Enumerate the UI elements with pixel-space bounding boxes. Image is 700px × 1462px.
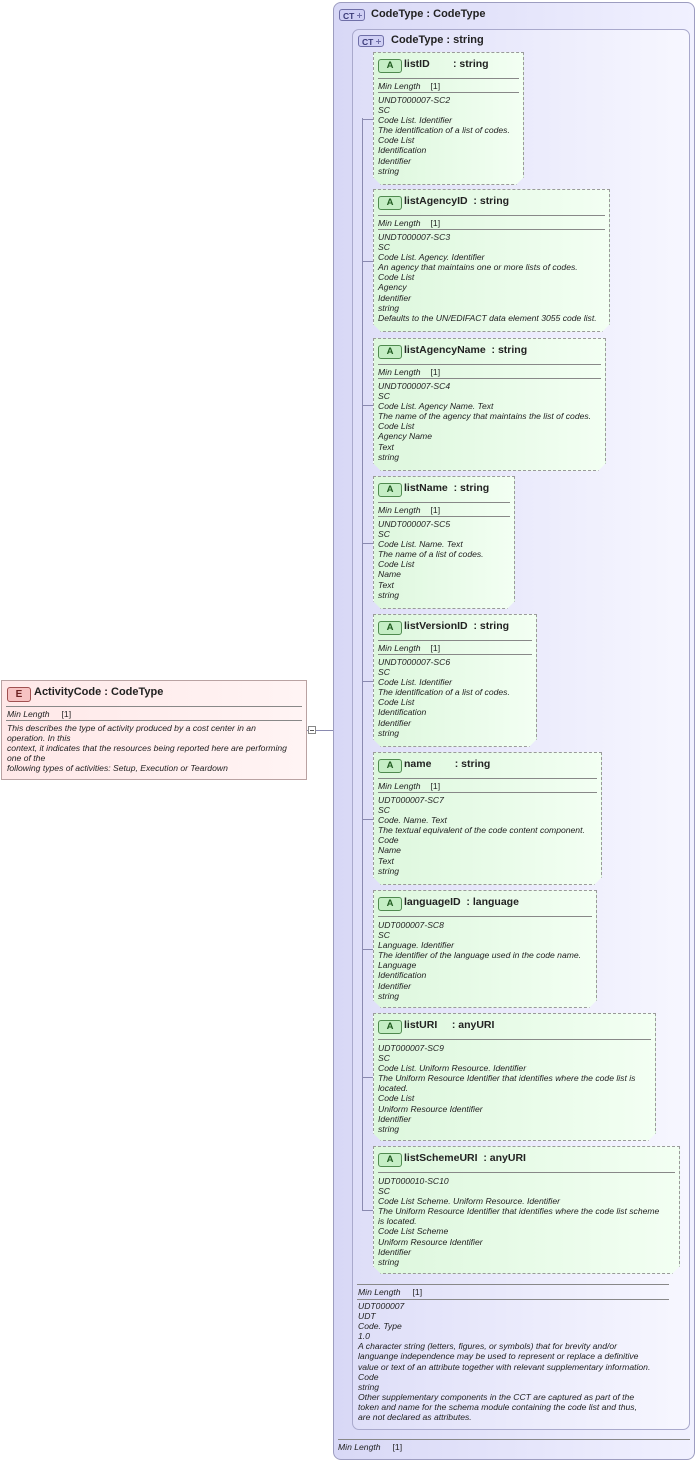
attribute-connector [362, 405, 373, 406]
attribute-connector [362, 119, 373, 120]
outer-type-title: CodeType : CodeType [371, 8, 486, 20]
attribute-min-length: Min Length[1] [378, 81, 441, 91]
attribute-badge: A [378, 897, 402, 911]
attribute-connector [362, 543, 373, 544]
attribute-badge: A [378, 759, 402, 773]
attribute-min-length: Min Length[1] [378, 218, 441, 228]
attribute-min-length: Min Length[1] [378, 367, 441, 377]
element-activitycode[interactable]: E ActivityCode : CodeType Min Length[1] … [1, 680, 307, 780]
attribute-title: languageID : language [404, 896, 519, 908]
attribute-min-length: Min Length[1] [378, 505, 441, 515]
attribute-title: name : string [404, 758, 491, 770]
attribute-badge: A [378, 196, 402, 210]
attribute-min-length: Min Length[1] [378, 643, 441, 653]
attribute-badge: A [378, 59, 402, 73]
attribute-connector [362, 681, 373, 682]
attribute-title: listID : string [404, 58, 489, 70]
element-documentation: This describes the type of activity prod… [7, 723, 287, 774]
attribute-connector [362, 1077, 373, 1078]
attribute-badge: A [378, 483, 402, 497]
element-connector [307, 730, 333, 731]
attribute-connector [362, 819, 373, 820]
inner-min-length: Min Length[1] [358, 1287, 423, 1297]
attribute-badge: A [378, 1020, 402, 1034]
attribute-title: listName : string [404, 482, 490, 494]
attribute-title: listVersionID : string [404, 620, 510, 632]
attribute-badge: A [378, 621, 402, 635]
attribute-min-length: Min Length[1] [378, 781, 441, 791]
attribute-connector [362, 1210, 373, 1211]
collapse-toggle[interactable] [308, 726, 316, 734]
attribute-title: listURI : anyURI [404, 1019, 495, 1031]
outer-min-length: Min Length[1] [338, 1442, 403, 1452]
ct-badge-outer: CT [339, 9, 365, 21]
attribute-title: listSchemeURI : anyURI [404, 1152, 526, 1164]
element-badge: E [7, 687, 31, 702]
attribute-title: listAgencyName : string [404, 344, 528, 356]
attribute-connector [362, 949, 373, 950]
element-min-length: Min Length[1] [7, 709, 72, 719]
attribute-title: listAgencyID : string [404, 195, 510, 207]
attribute-badge: A [378, 1153, 402, 1167]
element-title: ActivityCode : CodeType [34, 686, 164, 698]
attribute-badge: A [378, 345, 402, 359]
inner-type-title: CodeType : string [391, 34, 484, 46]
attribute-connector [362, 261, 373, 262]
attribute-tree-line [362, 118, 363, 1210]
ct-badge-inner: CT [358, 35, 384, 47]
inner-type-documentation: UDT000007 UDT Code. Type 1.0 A character… [358, 1301, 651, 1423]
